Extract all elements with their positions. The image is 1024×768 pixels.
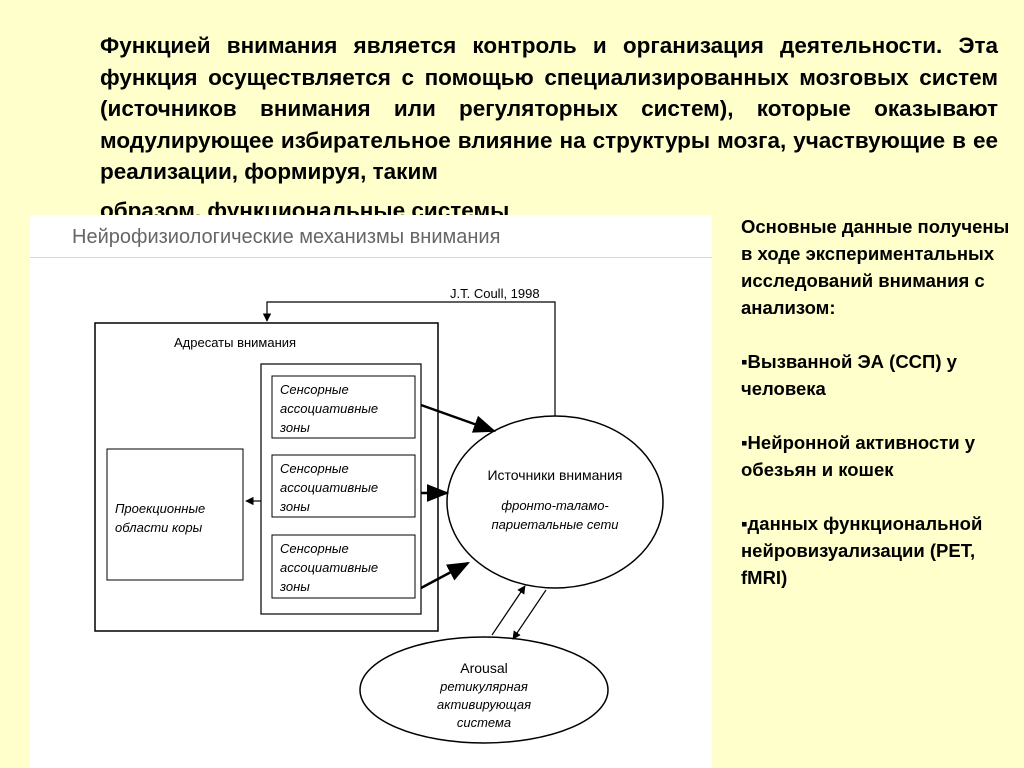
projection-box <box>106 448 244 581</box>
intro-paragraph: Функцией внимания является контроль и ор… <box>100 30 998 226</box>
targets-box <box>94 322 439 632</box>
sources-label: фронто-таламо- париетальные сети <box>491 498 619 532</box>
feedback-arrow <box>262 301 556 416</box>
panel-title: Нейрофизиологические механизмы внимания <box>72 226 501 248</box>
intro-text: Функцией внимания является контроль и ор… <box>100 33 998 184</box>
sensory-box-3-label: Сенсорные ассоциативные зоны <box>280 541 379 594</box>
side-bullet-1: ▪Вызванной ЭА (ССП) у человека <box>741 351 957 399</box>
arousal-title: Arousal <box>460 660 508 676</box>
sensory-box-1 <box>271 375 416 439</box>
side-notes: Основные данные получены в ходе эксперим… <box>741 213 1011 618</box>
sensory-box-3 <box>271 534 416 599</box>
sources-title: Источники внимания <box>487 467 623 483</box>
arrow-arousal-to-sources <box>491 585 526 636</box>
sensory-box-2 <box>271 454 416 518</box>
arousal-ellipse <box>359 636 609 744</box>
arrow-sensory3-to-sources <box>420 561 470 590</box>
arrow-sensory1-to-sources <box>420 403 497 433</box>
arrow-sources-to-arousal <box>512 589 547 640</box>
sensory-group-box <box>260 363 422 615</box>
side-bullet-2: ▪Нейронной активности у обезьян и кошек <box>741 432 976 480</box>
arousal-label: ретикулярная активирующая система <box>436 679 532 730</box>
citation: J.T. Coull, 1998 <box>450 286 540 301</box>
sensory-box-2-label: Сенсорные ассоциативные зоны <box>280 461 379 514</box>
panel-title-bar <box>30 215 712 258</box>
side-intro: Основные данные получены в ходе эксперим… <box>741 216 1010 318</box>
targets-title: Адресаты внимания <box>174 335 297 350</box>
side-bullet-3: ▪данных функциональной нейровизуализации… <box>741 513 983 588</box>
sensory-box-1-label: Сенсорные ассоциативные зоны <box>280 382 379 435</box>
projection-label: Проекционные области коры <box>115 501 206 535</box>
